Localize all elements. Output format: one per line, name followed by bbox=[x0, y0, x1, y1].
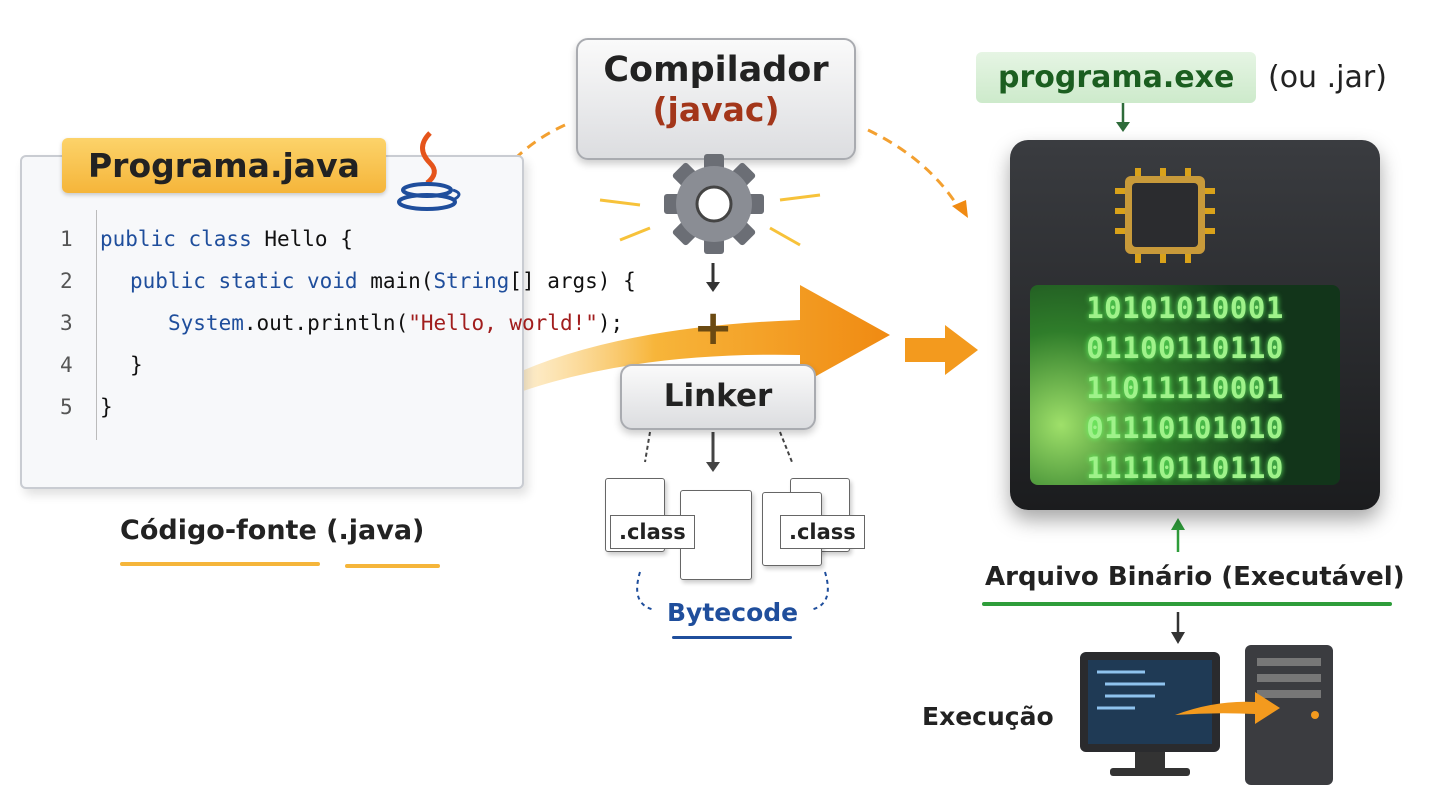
source-caption: Código-fonte (.java) bbox=[120, 515, 425, 546]
computer-icon bbox=[1080, 645, 1333, 785]
line-gutter bbox=[96, 210, 97, 440]
linker-box: Linker bbox=[620, 364, 816, 430]
binary-row: 11110110110 bbox=[1086, 451, 1284, 485]
compiler-box: Compilador (javac) bbox=[576, 38, 856, 160]
class-file-label: .class bbox=[780, 515, 865, 549]
big-orange-arrow bbox=[420, 285, 890, 440]
source-document bbox=[20, 155, 524, 489]
cpu-chip-icon bbox=[1115, 168, 1215, 263]
output-file-label: programa.exe bbox=[976, 52, 1257, 103]
java-coffee-cup-icon bbox=[397, 131, 461, 211]
underline bbox=[982, 602, 1392, 606]
gear-glow bbox=[599, 193, 821, 247]
binary-caption: Arquivo Binário (Executável) bbox=[985, 562, 1405, 592]
source-file-title: Programa.java bbox=[62, 138, 386, 193]
arrow-compiler-to-binary bbox=[867, 128, 962, 211]
bytecode-label: Bytecode bbox=[667, 598, 799, 627]
output-alt-label: (ou .jar) bbox=[1268, 60, 1387, 95]
class-file-label: .class bbox=[610, 515, 695, 549]
underline bbox=[120, 562, 320, 566]
plus-sign: + bbox=[693, 300, 734, 356]
execution-label: Execução bbox=[922, 702, 1054, 731]
underline bbox=[672, 636, 792, 639]
gear-icon bbox=[664, 154, 764, 254]
binary-row: 01110101010 bbox=[1086, 411, 1284, 445]
arrow-to-binary bbox=[905, 325, 978, 375]
binary-row: 01100110110 bbox=[1086, 331, 1284, 365]
code-line: 4} bbox=[60, 353, 143, 377]
binary-row: 10101010001 bbox=[1086, 291, 1284, 325]
binary-row: 11011110001 bbox=[1086, 371, 1284, 405]
underline bbox=[345, 564, 440, 568]
code-line: 5} bbox=[60, 395, 113, 419]
binary-screen: 10101010001 01100110110 11011110001 0111… bbox=[1030, 285, 1340, 485]
